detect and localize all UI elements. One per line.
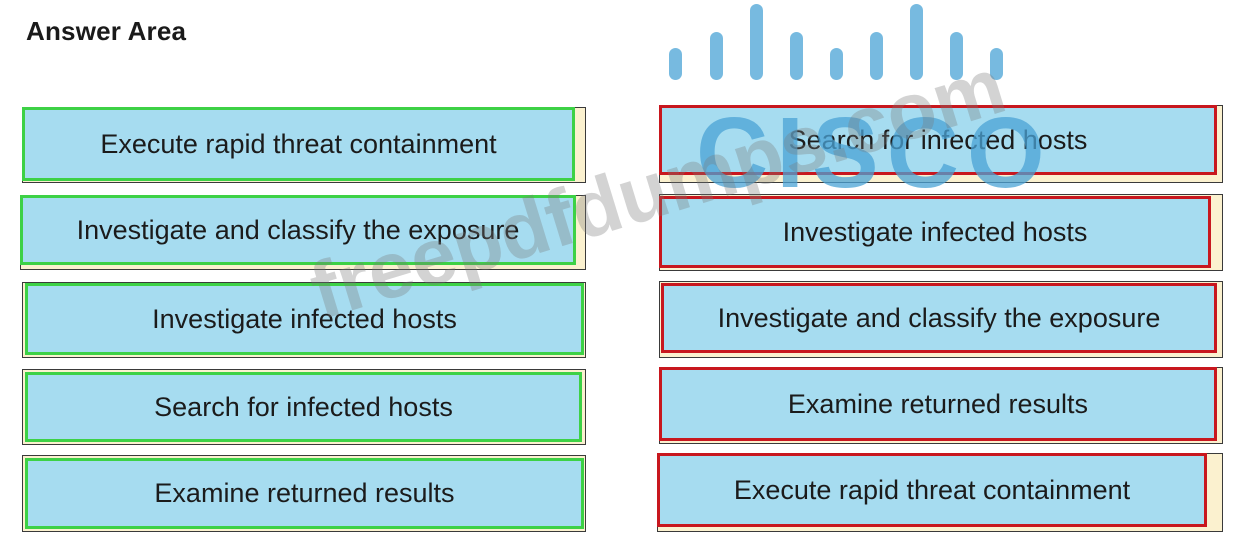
answer-tile[interactable]: Examine returned results bbox=[659, 367, 1217, 441]
answer-tile-label: Examine returned results bbox=[787, 388, 1089, 419]
answer-tile[interactable]: Examine returned results bbox=[25, 458, 584, 529]
answer-tile[interactable]: Execute rapid threat containment bbox=[22, 107, 575, 181]
answer-tile-label: Execute rapid threat containment bbox=[733, 474, 1131, 505]
answer-tile-label: Execute rapid threat containment bbox=[100, 128, 497, 159]
answer-tile-label: Search for infected hosts bbox=[788, 124, 1088, 155]
answer-tile-label: Investigate and classify the exposure bbox=[76, 214, 520, 245]
answer-tile[interactable]: Search for infected hosts bbox=[25, 372, 582, 442]
answer-tile[interactable]: Search for infected hosts bbox=[659, 105, 1217, 175]
answer-tile-label: Investigate infected hosts bbox=[782, 216, 1088, 247]
answer-tile-label: Examine returned results bbox=[154, 478, 455, 508]
answer-tile[interactable]: Investigate infected hosts bbox=[659, 196, 1211, 268]
answer-area-title: Answer Area bbox=[26, 16, 187, 46]
answer-tile-label: Investigate and classify the exposure bbox=[717, 302, 1161, 333]
answer-tile[interactable]: Investigate and classify the exposure bbox=[20, 195, 576, 265]
answer-tile-label: Search for infected hosts bbox=[154, 391, 453, 422]
answer-tile[interactable]: Investigate infected hosts bbox=[25, 283, 584, 355]
answer-tile-label: Investigate infected hosts bbox=[152, 303, 457, 334]
answer-tile[interactable]: Investigate and classify the exposure bbox=[661, 283, 1217, 353]
answer-tile[interactable]: Execute rapid threat containment bbox=[657, 453, 1207, 527]
